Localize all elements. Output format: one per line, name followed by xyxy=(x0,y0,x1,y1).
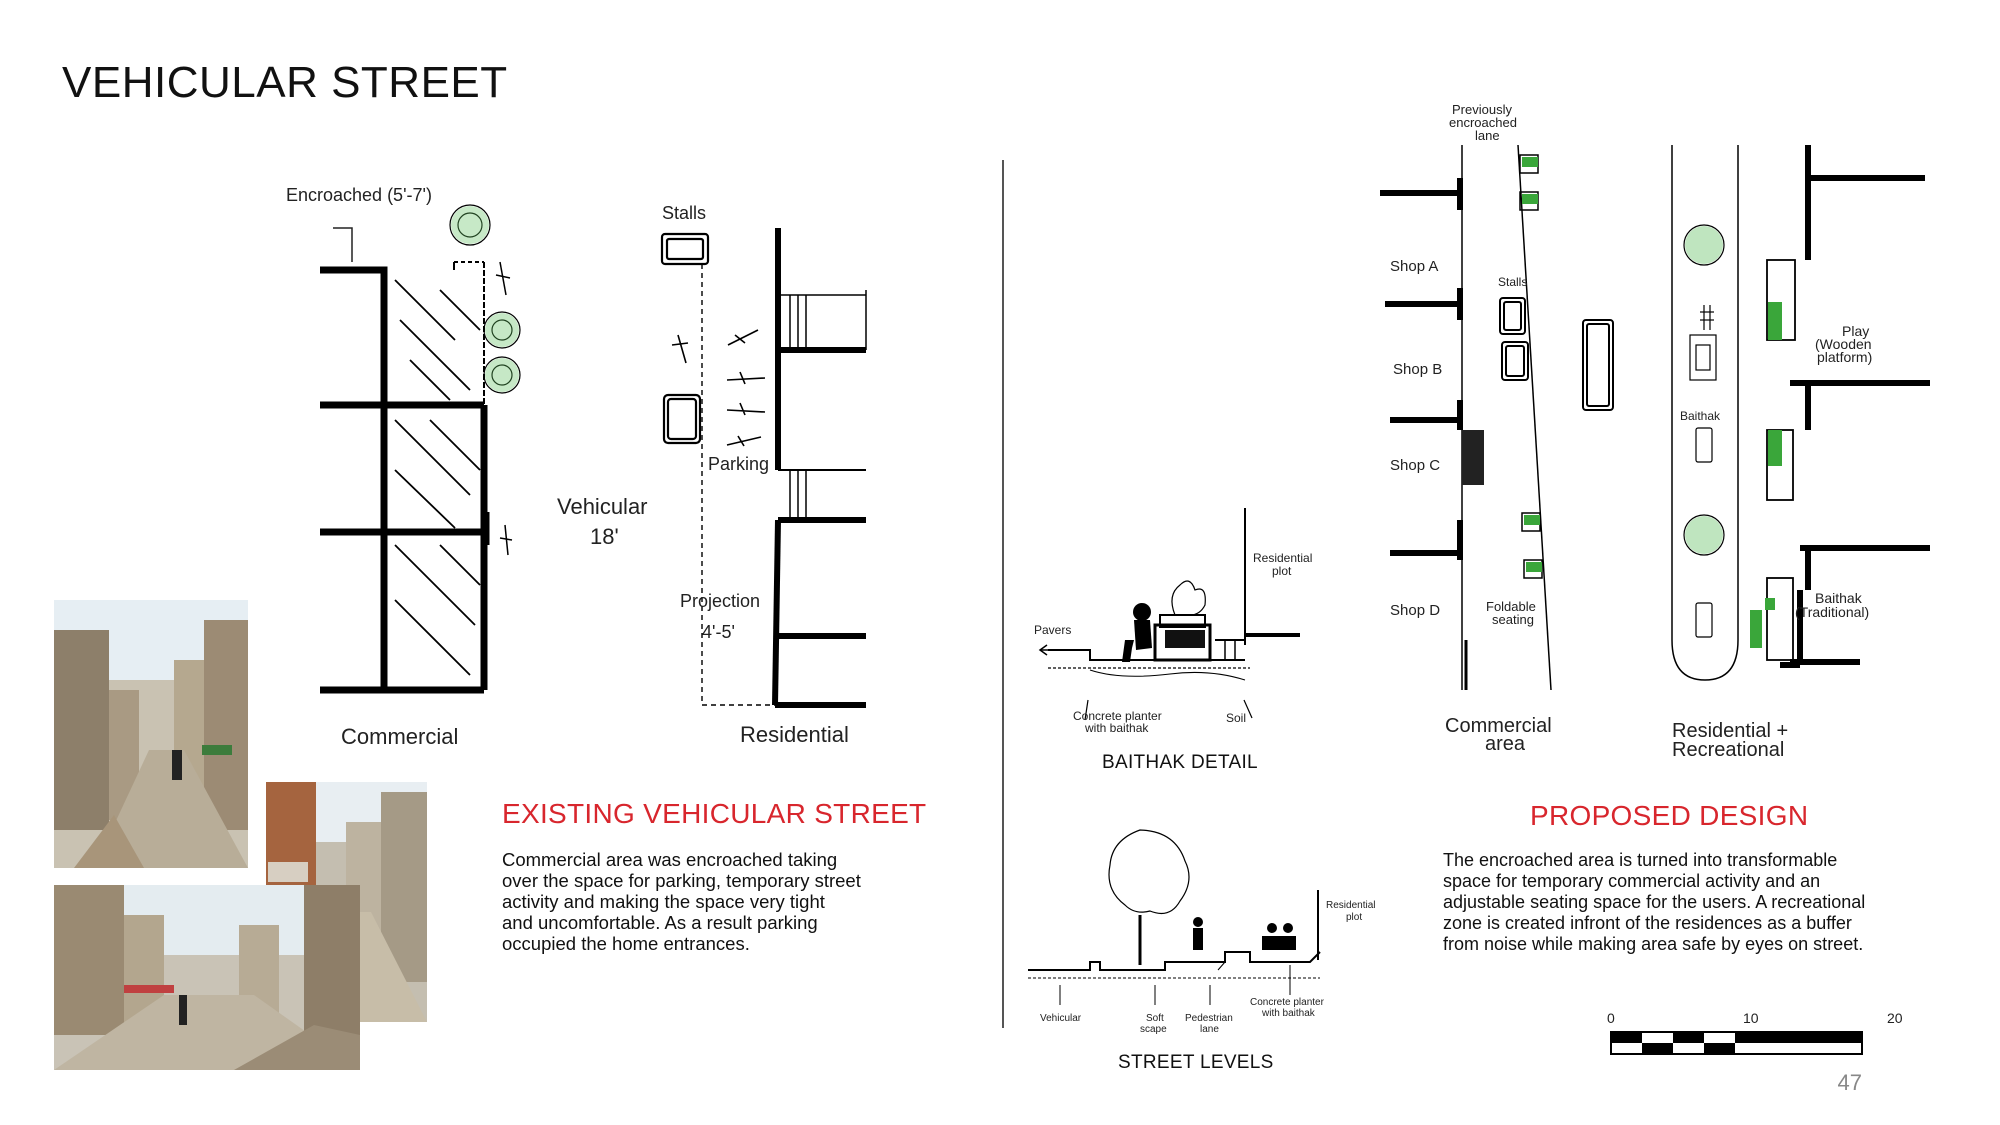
existing-para-line: Commercial area was encroached taking xyxy=(502,849,838,870)
proposed-heading: PROPOSED DESIGN xyxy=(1530,800,1809,831)
foldable-label-1: Foldable xyxy=(1486,599,1536,614)
vehicular-label: Vehicular xyxy=(557,494,648,519)
foldable-label-2: seating xyxy=(1492,612,1534,627)
existing-heading: EXISTING VEHICULAR STREET xyxy=(502,798,927,829)
levels-concrete-label-1: Concrete planter xyxy=(1250,997,1324,1008)
baithak-label: Baithak xyxy=(1680,409,1721,423)
page-title: VEHICULAR STREET xyxy=(62,58,508,107)
baithak-trad-label-1: Baithak xyxy=(1815,590,1862,606)
residential-label: Residential xyxy=(740,722,849,747)
vertical-divider xyxy=(1002,160,1004,1028)
shop-b-label: Shop B xyxy=(1393,361,1443,378)
projection-label: Projection xyxy=(680,591,761,611)
levels-pedestrian-label-2: lane xyxy=(1200,1024,1219,1035)
scale-tick-10: 10 xyxy=(1743,1010,1759,1026)
scale-tick-20: 20 xyxy=(1887,1010,1903,1026)
shop-c-label: Shop C xyxy=(1390,457,1441,474)
prev-encroached-3: lane xyxy=(1475,128,1500,143)
page-number: 47 xyxy=(1837,1070,1862,1095)
play-label-3: platform) xyxy=(1817,349,1873,365)
projection-width-label: 4'-5' xyxy=(702,622,735,642)
proposed-paragraph: The encroached area is turned into trans… xyxy=(1443,850,1865,955)
street-levels-caption: STREET LEVELS xyxy=(1118,1052,1274,1073)
street-photo-1 xyxy=(54,600,248,868)
concrete-planter-label-2: with baithak xyxy=(1085,721,1149,735)
residential-rec-label-2: Recreational xyxy=(1672,739,1785,761)
commercial-area-label-2: area xyxy=(1485,733,1526,755)
existing-para-line: and uncomfortable. As a result parking xyxy=(502,912,818,933)
scale-tick-0: 0 xyxy=(1607,1010,1615,1026)
residential-plot-label-1: Residential xyxy=(1253,551,1313,565)
proposed-para-line: The encroached area is turned into trans… xyxy=(1443,850,1838,870)
existing-para-line: activity and making the space very tight xyxy=(502,891,825,912)
commercial-area-label-1: Commercial xyxy=(1445,715,1552,737)
existing-para-line: over the space for parking, temporary st… xyxy=(502,870,861,891)
encroached-label: Encroached (5'-7') xyxy=(286,185,432,205)
levels-residential-plot-2: plot xyxy=(1346,912,1363,923)
prev-encroached-2: encroached xyxy=(1449,115,1517,130)
levels-vehicular-label: Vehicular xyxy=(1040,1013,1082,1024)
proposed-para-line: space for temporary commercial activity … xyxy=(1443,871,1821,891)
proposed-stalls-label: Stalls xyxy=(1498,275,1528,289)
soil-label: Soil xyxy=(1226,711,1247,725)
levels-residential-plot-1: Residential xyxy=(1326,900,1376,911)
residential-rec-label-1: Residential + xyxy=(1672,720,1789,742)
street-photo-3 xyxy=(54,885,360,1070)
baithak-detail-caption: BAITHAK DETAIL xyxy=(1102,752,1258,773)
proposed-para-line: from noise while making area safe by eye… xyxy=(1443,934,1864,954)
residential-plot-label-2: plot xyxy=(1272,564,1292,578)
shop-d-label: Shop D xyxy=(1390,602,1441,619)
existing-para-line: occupied the home entrances. xyxy=(502,933,750,954)
levels-soft-label-1: Soft xyxy=(1146,1013,1164,1024)
concrete-planter-label-1: Concrete planter xyxy=(1073,709,1162,723)
play-label-1: Play xyxy=(1842,323,1870,339)
levels-pedestrian-label-1: Pedestrian xyxy=(1185,1013,1233,1024)
vehicular-width-label: 18' xyxy=(590,524,619,549)
proposed-para-line: adjustable seating space for the users. … xyxy=(1443,892,1866,912)
proposed-para-line: zone is created infront of the residence… xyxy=(1443,913,1852,933)
commercial-label: Commercial xyxy=(341,724,459,749)
stalls-label: Stalls xyxy=(662,203,707,223)
prev-encroached-1: Previously xyxy=(1452,102,1512,117)
play-label-2: (Wooden xyxy=(1815,336,1872,352)
levels-soft-label-2: scape xyxy=(1140,1024,1167,1035)
baithak-trad-label-2: (Traditional) xyxy=(1795,604,1870,620)
shop-a-label: Shop A xyxy=(1390,258,1439,275)
levels-concrete-label-2: with baithak xyxy=(1262,1008,1315,1019)
parking-label: Parking xyxy=(708,454,770,474)
existing-paragraph: Commercial area was encroached taking ov… xyxy=(502,849,861,954)
pavers-label: Pavers xyxy=(1034,623,1072,637)
